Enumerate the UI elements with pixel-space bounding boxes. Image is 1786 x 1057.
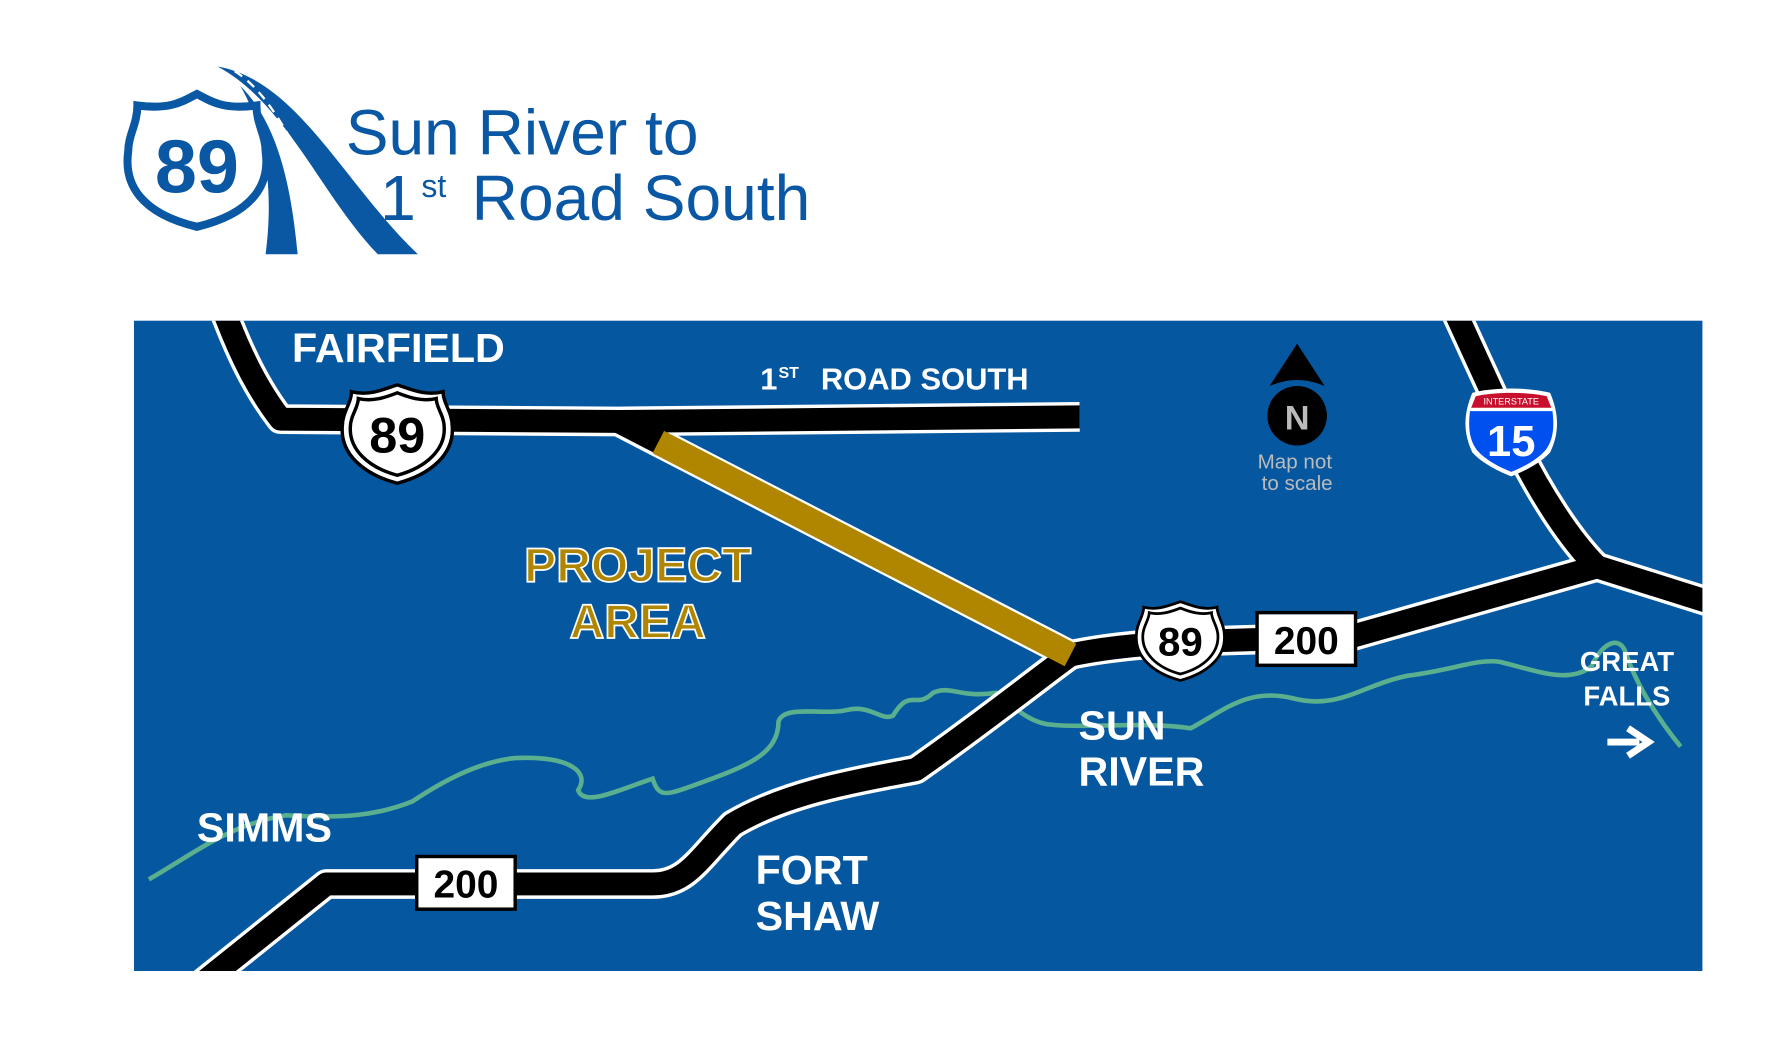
mt200-shield-west: 200 bbox=[415, 854, 517, 911]
compass-letter: N bbox=[1285, 399, 1310, 437]
scale-note-line1: Map not bbox=[1258, 450, 1333, 473]
svg-text:INTERSTATE: INTERSTATE bbox=[1483, 396, 1539, 406]
us89-shield-sun-river: 89 bbox=[1135, 600, 1226, 682]
i15-shield: INTERSTATE 15 bbox=[1465, 388, 1558, 477]
label-sun: SUN bbox=[1078, 703, 1165, 749]
svg-text:200: 200 bbox=[434, 864, 499, 907]
us89-logo: 89 bbox=[123, 66, 418, 256]
svg-text:15: 15 bbox=[1487, 418, 1535, 466]
svg-text:89: 89 bbox=[369, 406, 425, 463]
arrow-right-icon bbox=[1607, 725, 1655, 759]
project-area-line1: PROJECT bbox=[524, 539, 751, 593]
label-shaw: SHAW bbox=[756, 893, 880, 939]
label-river: RIVER bbox=[1078, 749, 1204, 795]
svg-text:89: 89 bbox=[1158, 620, 1203, 665]
sun-river bbox=[147, 640, 1683, 882]
label-fairfield: FAIRFIELD bbox=[292, 325, 505, 371]
logo-shield-number: 89 bbox=[155, 125, 239, 209]
mt200-shield-east: 200 bbox=[1255, 610, 1358, 668]
label-falls: FALLS bbox=[1583, 680, 1670, 711]
svg-text:200: 200 bbox=[1274, 620, 1339, 663]
scale-note-line2: to scale bbox=[1262, 472, 1333, 495]
label-simms: SIMMS bbox=[197, 805, 332, 851]
label-great: GREAT bbox=[1580, 646, 1674, 677]
project-area-line2: AREA bbox=[570, 595, 706, 649]
label-fort: FORT bbox=[756, 847, 868, 893]
project-area-segment bbox=[652, 430, 1077, 667]
north-arrow-icon: N bbox=[1267, 343, 1327, 446]
title-line1: Sun River to bbox=[346, 97, 699, 169]
us89-shield-north: 89 bbox=[340, 383, 454, 486]
